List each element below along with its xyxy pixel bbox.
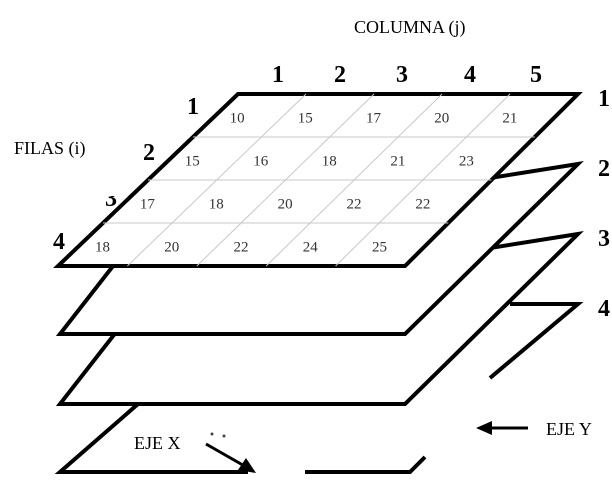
- grid-cell-value: 18: [209, 197, 224, 213]
- grid-cell-value: 20: [434, 111, 449, 127]
- top-layer-values: 10 15 17 20 21 15 16 18 21 23 17 18 20 22 22 18 20 22 24 25: [95, 111, 517, 256]
- eje-y-arrow: [476, 421, 528, 435]
- eje-x-arrow: [205, 432, 256, 473]
- grid-cell-value: 15: [185, 154, 200, 170]
- grid-column-line: [127, 93, 307, 267]
- row-number-3: 3: [105, 186, 117, 212]
- grid-cell-value: 16: [253, 154, 269, 170]
- layer-number-2: 2: [598, 156, 610, 182]
- grid-cell-value: 21: [390, 154, 405, 170]
- column-number-4: 4: [464, 62, 476, 88]
- grid-cell-value: 23: [459, 154, 474, 170]
- column-number-5: 5: [530, 62, 542, 88]
- grid-cell-value: 18: [322, 154, 337, 170]
- column-number-3: 3: [396, 62, 408, 88]
- filas-label: FILAS (i): [14, 138, 86, 159]
- grid-cell-value: 18: [95, 240, 110, 256]
- grid-cell-value: 22: [347, 197, 362, 213]
- grid-column-line: [265, 93, 443, 267]
- grid-cell-value: 22: [415, 197, 430, 213]
- row-number-4: 4: [53, 229, 65, 255]
- grid-cell-value: 21: [502, 111, 517, 127]
- eje-x-label: EJE X: [134, 433, 181, 453]
- layer-numbers: 1 2 3 4: [598, 86, 610, 322]
- grid-cell-value: 10: [230, 111, 245, 127]
- grid-cell-value: 20: [278, 197, 293, 213]
- grid-cell-value: 17: [366, 111, 382, 127]
- columna-label: COLUMNA (j): [354, 17, 466, 38]
- row-number-2: 2: [143, 140, 155, 166]
- grid-cell-value: 22: [234, 240, 249, 256]
- layer-plane-4: [54, 302, 584, 474]
- grid-cell-value: 24: [303, 240, 319, 256]
- top-layer-grid-lines: [103, 93, 535, 267]
- grid-cell-value: 17: [140, 197, 156, 213]
- eje-y-label: EJE Y: [546, 419, 592, 439]
- column-numbers: 1 2 3 4 5: [272, 62, 542, 88]
- grid-column-line: [335, 93, 511, 267]
- column-number-2: 2: [334, 62, 346, 88]
- grid-cell-value: 25: [372, 240, 387, 256]
- row-numbers: 1 2 3 4: [53, 94, 199, 255]
- grid-cell-value: 20: [164, 240, 179, 256]
- column-number-1: 1: [272, 62, 284, 88]
- grid-column-line: [196, 93, 375, 267]
- layer-number-1: 1: [598, 86, 610, 112]
- row-number-1: 1: [187, 94, 199, 120]
- layer-number-3: 3: [598, 226, 610, 252]
- grid-cell-value: 15: [298, 111, 313, 127]
- layer-number-4: 4: [598, 296, 610, 322]
